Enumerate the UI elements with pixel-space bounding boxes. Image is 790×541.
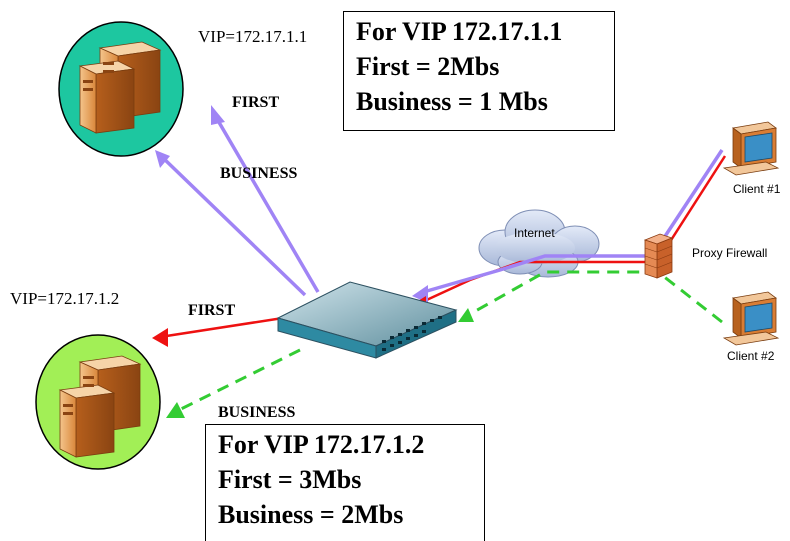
bandwidth-box-vip1-first: First = 2Mbs [356,52,500,81]
arrow-first-server1 [211,105,225,125]
links [158,111,727,414]
internet-label: Internet [514,226,555,240]
bandwidth-box-vip2-business: Business = 2Mbs [218,500,404,529]
bandwidth-box-vip2-title: For VIP 172.17.1.2 [218,430,425,459]
client2-computer-icon [722,291,780,346]
class2-link-server2 [174,348,301,414]
business-link-server1 [158,153,307,297]
class2-link-client2 [462,270,723,324]
arrowheads [152,105,474,418]
client1-label: Client #1 [733,182,781,196]
bandwidth-box-vip1-business: Business = 1 Mbs [356,87,548,116]
first-label-1: FIRST [232,94,280,111]
arrow-business-server1 [155,150,170,168]
bandwidth-box-vip2-first: First = 3Mbs [218,465,362,494]
arrow-class2-server2 [166,402,185,418]
internet-cloud [478,209,600,278]
vip-label-1: VIP=172.17.1.1 [198,27,308,46]
server-2-icon [58,355,142,458]
server-1-icon [78,41,162,134]
vip-label-2: VIP=172.17.1.2 [10,289,120,308]
first-link-server2 [159,316,284,339]
proxy-firewall-icon [643,233,674,279]
business-label-1: BUSINESS [220,165,298,182]
first-label-2: FIRST [188,302,236,319]
bandwidth-box-vip1: For VIP 172.17.1.1 First = 2Mbs Business… [343,11,615,131]
server-cluster-2 [35,334,161,470]
arrow-first-server2 [152,328,168,347]
business-label-2: BUSINESS [218,404,296,421]
server-cluster-1 [58,21,184,157]
load-balancer-switch [276,281,458,359]
first-link-server1 [211,111,320,293]
firewall-label: Proxy Firewall [692,246,768,260]
business-link-internet [419,254,652,295]
client2-label: Client #2 [727,349,775,363]
client1-computer-icon [722,121,780,176]
bandwidth-box-vip1-title: For VIP 172.17.1.1 [356,17,563,46]
arrow-class2-switch [458,308,474,322]
bandwidth-box-vip2: For VIP 172.17.1.2 First = 3Mbs Business… [205,424,485,541]
